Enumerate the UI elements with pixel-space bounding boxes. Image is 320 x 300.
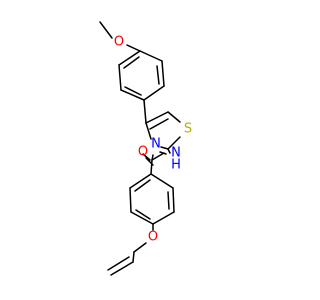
bond-ar2-1 xyxy=(150,173,174,189)
bond-methyl-o xyxy=(99,21,113,39)
atom-s-thiazole: S xyxy=(184,122,192,137)
bond-ar1-3 xyxy=(143,85,165,101)
bond-c-o-a xyxy=(142,153,151,161)
bonds xyxy=(99,21,181,276)
bond-c4-n xyxy=(145,122,152,140)
molecule-structure: O N S O N H O xyxy=(99,21,192,276)
bond-c4-c5 xyxy=(145,111,169,124)
bond-ar2-d1 xyxy=(167,191,170,210)
atom-o-methoxy: O xyxy=(114,35,124,50)
bond-ar1-d3 xyxy=(123,56,140,69)
bond-ch-ch2-b xyxy=(107,256,130,271)
bond-ar2-5 xyxy=(129,187,132,213)
bond-ar1-1 xyxy=(139,50,163,62)
bond-ar2-6 xyxy=(129,173,152,189)
bond-carbonyl-ar2 xyxy=(150,159,153,175)
atom-o-ether: O xyxy=(148,230,158,245)
bond-carbonyl-o1 xyxy=(151,154,154,161)
bond-ar1-thiazole xyxy=(143,99,147,124)
atom-n-thiazole: N xyxy=(151,137,161,152)
bond-ar2-2 xyxy=(172,187,175,213)
bond-ar1-d2 xyxy=(124,86,142,96)
atom-labels: O N S O N H O xyxy=(114,35,192,245)
bond-ar1-2 xyxy=(161,60,165,87)
bond-ch2-ch xyxy=(132,251,135,263)
atom-h-amide: H xyxy=(171,158,181,173)
bond-ar1-5 xyxy=(118,64,122,91)
bond-ar2-3 xyxy=(152,211,175,225)
bond-ar1-4 xyxy=(120,89,145,101)
atom-n-amide: N xyxy=(171,146,181,161)
bond-ar1-6 xyxy=(118,50,141,66)
atom-o-carbonyl: O xyxy=(138,145,148,160)
bond-ch-ch2-a xyxy=(110,261,134,276)
bond-o-aryl xyxy=(126,44,141,52)
bond-s-c2 xyxy=(167,136,181,150)
bond-ar2-4 xyxy=(130,211,154,225)
bond-c5-s xyxy=(167,111,181,123)
bond-nh-carbonyl xyxy=(151,152,165,161)
molecule-diagram: O N S O N H O xyxy=(99,21,192,276)
bond-c4-c5-double xyxy=(149,118,169,130)
bond-c2-nh xyxy=(167,148,171,154)
bond-ar1-d1 xyxy=(156,65,160,85)
bond-n-c2 xyxy=(160,146,169,150)
bond-ar2-d3 xyxy=(134,179,151,192)
bond-o-ch2 xyxy=(133,242,147,253)
bond-ar2-d2 xyxy=(135,209,151,220)
